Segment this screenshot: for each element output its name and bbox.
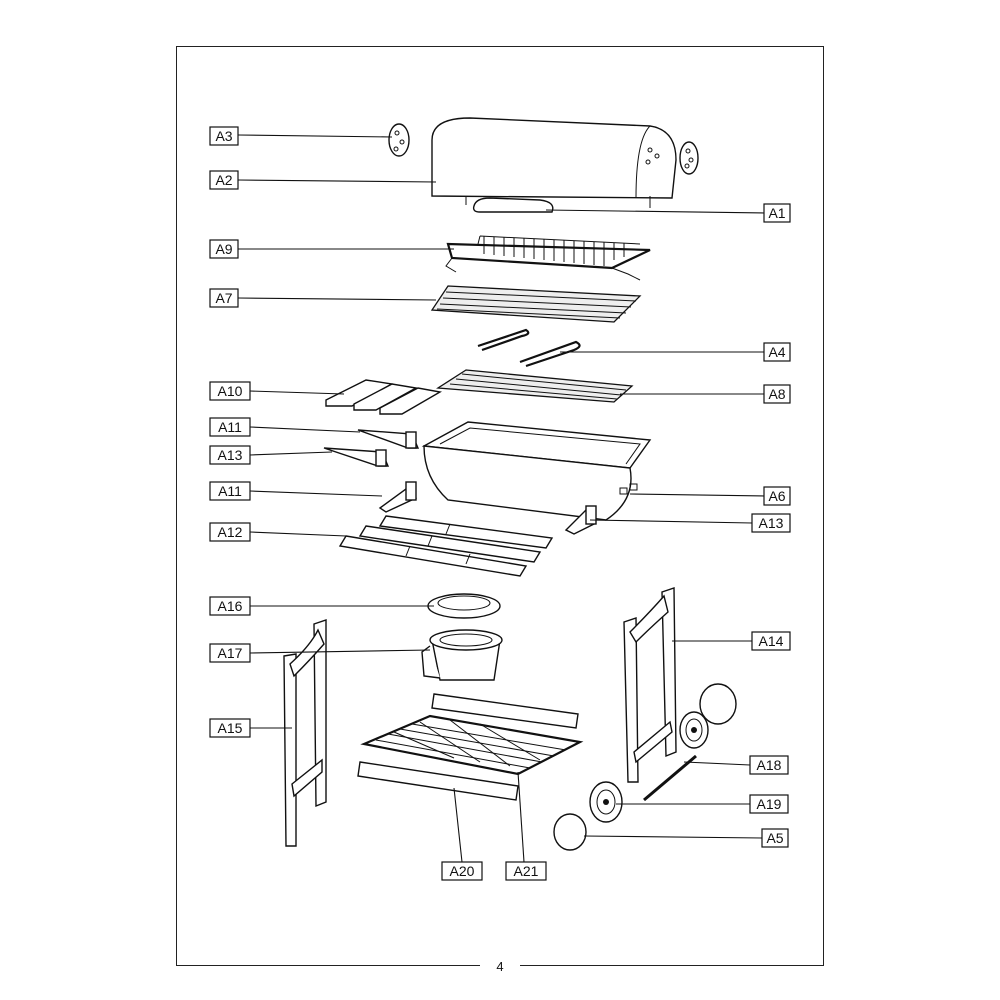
part-a18-axle xyxy=(643,754,697,802)
part-a13-bracket-right xyxy=(564,505,597,535)
svg-text:A17: A17 xyxy=(218,645,243,661)
label-a6: A6 xyxy=(763,486,791,506)
svg-text:A6: A6 xyxy=(768,488,785,504)
part-a8-charcoal-grid xyxy=(436,369,634,403)
label-a11-upper: A11 xyxy=(209,417,251,437)
label-a19: A19 xyxy=(749,794,789,814)
part-a17-ash-pan xyxy=(421,629,503,681)
part-a9-warming-rack xyxy=(445,235,651,281)
part-a2-lid xyxy=(431,117,677,208)
label-a2: A2 xyxy=(209,170,239,190)
svg-text:A16: A16 xyxy=(218,598,243,614)
part-a21-bottom-shelf xyxy=(360,714,584,776)
label-a10: A10 xyxy=(209,381,251,401)
svg-text:A18: A18 xyxy=(757,757,782,773)
svg-text:A12: A12 xyxy=(218,524,243,540)
label-a20: A20 xyxy=(441,861,483,881)
part-a19-wheel-upper xyxy=(679,711,709,749)
svg-text:A1: A1 xyxy=(768,205,785,221)
label-a17: A17 xyxy=(209,643,251,663)
part-a10-side-strips xyxy=(325,379,442,415)
label-a11-lower: A11 xyxy=(209,481,251,501)
label-a13-left: A13 xyxy=(209,445,251,465)
svg-text:A8: A8 xyxy=(768,386,785,402)
svg-text:A7: A7 xyxy=(215,290,232,306)
page-number: 4 xyxy=(480,958,520,976)
svg-text:A13: A13 xyxy=(759,515,784,531)
svg-text:A9: A9 xyxy=(215,241,232,257)
label-a14: A14 xyxy=(751,631,791,651)
svg-text:A19: A19 xyxy=(757,796,782,812)
part-a3-vent-right xyxy=(679,141,699,175)
part-a14-leg-frame-right xyxy=(623,587,677,783)
label-a9: A9 xyxy=(209,239,239,259)
label-a3: A3 xyxy=(209,126,239,146)
part-a6-fire-bowl xyxy=(421,421,652,521)
part-a19-wheel-lower xyxy=(589,781,623,823)
svg-text:A14: A14 xyxy=(759,633,784,649)
label-a16: A16 xyxy=(209,596,251,616)
part-a12-slats xyxy=(338,515,554,577)
part-a13-bracket-left xyxy=(323,447,390,467)
label-a8: A8 xyxy=(763,384,791,404)
part-a5-hubcap-lower xyxy=(553,813,587,851)
part-a20-bars xyxy=(357,693,579,801)
label-a5: A5 xyxy=(761,828,789,848)
label-a18: A18 xyxy=(749,755,789,775)
part-a16-ash-ring xyxy=(427,593,501,619)
svg-text:A5: A5 xyxy=(766,830,783,846)
label-a21: A21 xyxy=(505,861,547,881)
svg-text:A15: A15 xyxy=(218,720,243,736)
label-a15: A15 xyxy=(209,718,251,738)
svg-text:A11: A11 xyxy=(218,419,242,435)
part-a4-charcoal-hooks xyxy=(477,328,581,368)
leader-lines xyxy=(237,134,765,863)
svg-text:A21: A21 xyxy=(514,863,539,879)
label-a13-right: A13 xyxy=(751,513,791,533)
part-a5-hubcap-upper xyxy=(699,683,737,725)
label-a1: A1 xyxy=(763,203,791,223)
svg-text:A10: A10 xyxy=(218,383,243,399)
svg-text:A4: A4 xyxy=(768,344,785,360)
label-a4: A4 xyxy=(763,342,791,362)
svg-text:A20: A20 xyxy=(450,863,475,879)
svg-text:A2: A2 xyxy=(215,172,232,188)
svg-text:A11: A11 xyxy=(218,483,242,499)
part-a1-handle xyxy=(472,197,554,213)
part-a7-cooking-grid xyxy=(430,285,642,323)
part-a11-bracket-lower xyxy=(378,481,417,513)
part-a3-vent-left xyxy=(388,123,410,157)
part-a15-leg-frame-left xyxy=(283,619,327,847)
label-a12: A12 xyxy=(209,522,251,542)
label-a7: A7 xyxy=(209,288,239,308)
part-a11-bracket-upper xyxy=(357,429,420,449)
svg-text:A13: A13 xyxy=(218,447,243,463)
svg-text:A3: A3 xyxy=(215,128,232,144)
